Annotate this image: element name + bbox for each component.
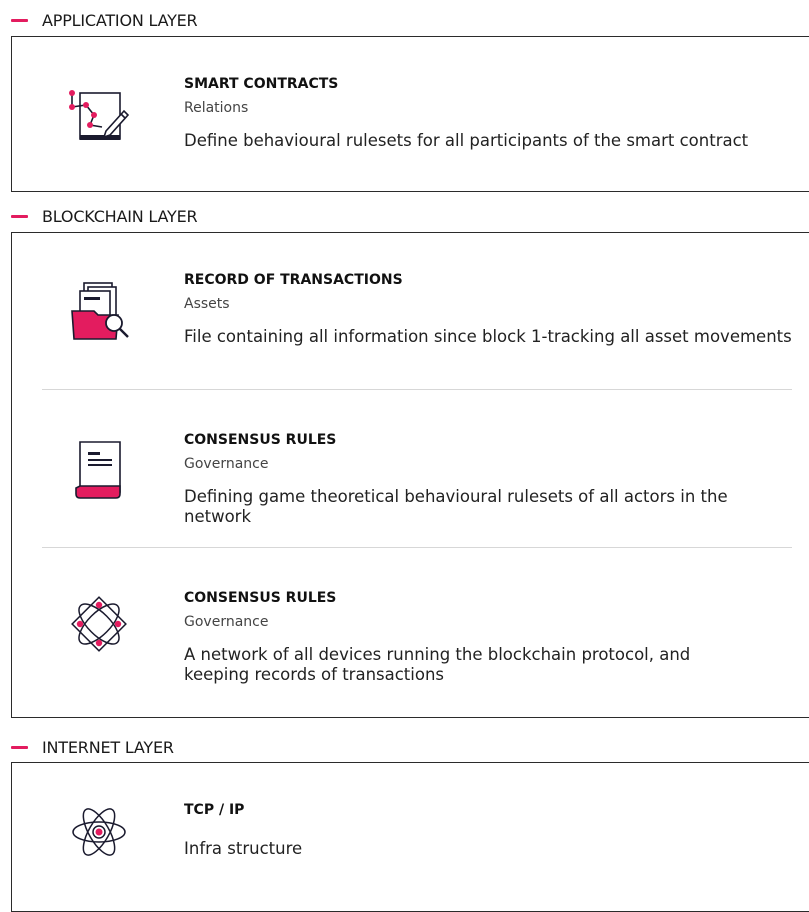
item-text: TCP / IP Infra structure: [184, 801, 794, 859]
item-description: Define behavioural rulesets for all part…: [184, 131, 749, 150]
minus-icon[interactable]: [11, 18, 28, 22]
section-header-blockchain: BLOCKCHAIN LAYER: [11, 205, 198, 227]
document-icon: [66, 438, 132, 504]
item-title: TCP / IP: [184, 802, 245, 818]
item-text: RECORD OF TRANSACTIONS Assets File conta…: [184, 271, 794, 347]
section-header-internet: INTERNET LAYER: [11, 736, 174, 758]
item-subtitle: Relations: [184, 100, 249, 116]
divider: [42, 389, 792, 390]
atom-icon: [66, 799, 132, 865]
application-layer-panel: SMART CONTRACTS Relations Define behavio…: [11, 36, 809, 192]
internet-layer-panel: TCP / IP Infra structure: [11, 762, 809, 912]
item-title: CONSENSUS RULES: [184, 432, 337, 448]
item-title: RECORD OF TRANSACTIONS: [184, 272, 403, 288]
divider: [42, 547, 792, 548]
item-subtitle: Governance: [184, 614, 269, 630]
item-description: Defining game theoretical behavioural ru…: [184, 487, 728, 526]
section-title: INTERNET LAYER: [42, 737, 174, 757]
item-text: SMART CONTRACTS Relations Define behavio…: [184, 75, 794, 151]
folder-search-icon: [66, 277, 132, 343]
item-description: Infra structure: [184, 839, 303, 858]
item-text: CONSENSUS RULES Governance A network of …: [184, 589, 794, 685]
network-orbit-icon: [66, 591, 132, 657]
item-text: CONSENSUS RULES Governance Defining game…: [184, 431, 794, 527]
item-description: File containing all information since bl…: [184, 327, 792, 346]
item-subtitle: Assets: [184, 296, 230, 312]
section-header-application: APPLICATION LAYER: [11, 9, 198, 31]
item-description: A network of all devices running the blo…: [184, 645, 691, 684]
blockchain-layer-panel: RECORD OF TRANSACTIONS Assets File conta…: [11, 232, 809, 718]
section-title: APPLICATION LAYER: [42, 10, 198, 30]
contract-pen-icon: [66, 81, 132, 147]
minus-icon[interactable]: [11, 745, 28, 749]
item-title: CONSENSUS RULES: [184, 590, 337, 606]
section-title: BLOCKCHAIN LAYER: [42, 206, 198, 226]
item-subtitle: Governance: [184, 456, 269, 472]
minus-icon[interactable]: [11, 214, 28, 218]
item-title: SMART CONTRACTS: [184, 76, 339, 92]
